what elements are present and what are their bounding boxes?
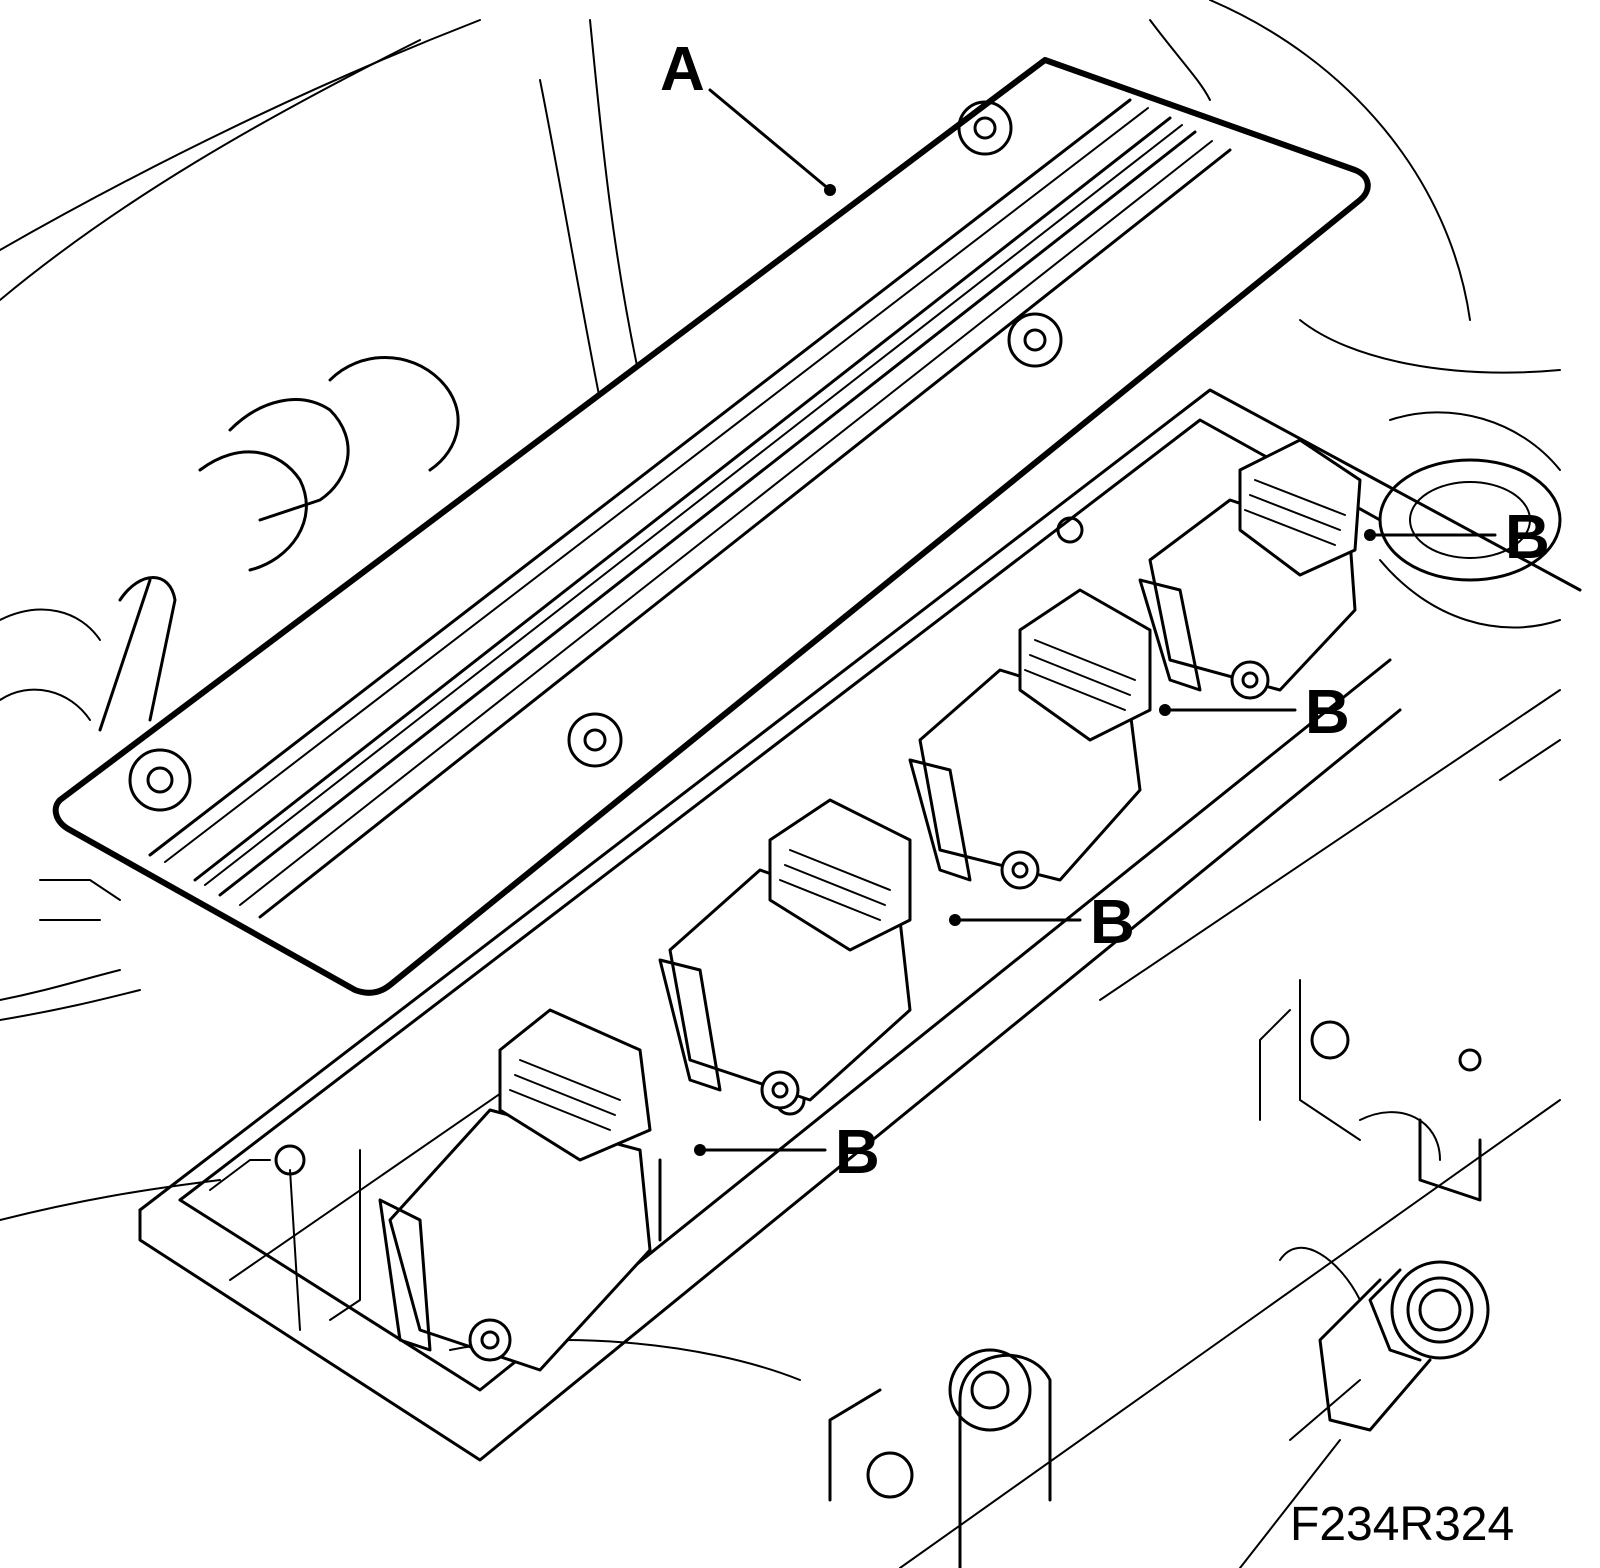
- ignition-coil-3: [908, 588, 1152, 890]
- engine-background-lines: [0, 0, 1561, 1568]
- callout-label-b-1: B: [1505, 503, 1550, 572]
- callout-label-a: A: [660, 35, 705, 104]
- leader-dot-b2: [1159, 704, 1171, 716]
- callout-label-b-4: B: [835, 1118, 880, 1187]
- callout-label-b-3: B: [1090, 888, 1135, 957]
- leader-dot-b4: [694, 1144, 706, 1156]
- ignition-coil-2: [658, 798, 912, 1110]
- leader-dot-b1: [1364, 529, 1376, 541]
- discharge-module-cover: [52, 57, 1371, 996]
- callout-label-b-2: B: [1305, 678, 1350, 747]
- leader-dot-a: [824, 184, 836, 196]
- leader-dot-b3: [949, 914, 961, 926]
- figure-reference-code: F234R324: [1290, 1498, 1514, 1551]
- ignition-coil-4: [1138, 438, 1562, 700]
- callout-leaders: [694, 88, 1497, 1156]
- ignition-coil-1: [378, 1008, 662, 1372]
